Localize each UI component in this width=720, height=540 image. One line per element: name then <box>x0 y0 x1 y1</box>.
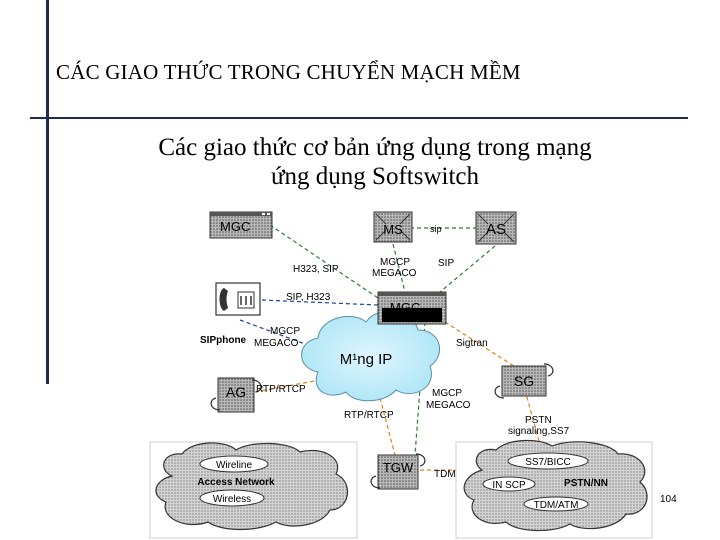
diagram-subtitle: Các giao thức cơ bản ứng dụng trong mạng… <box>120 133 630 191</box>
label-ms-mgc-1: MGCP <box>380 257 410 268</box>
label-mgc-sg: Sigtran <box>456 338 488 349</box>
subtitle-line-1: Các giao thức cơ bản ứng dụng trong mạng <box>158 134 592 161</box>
frame-title-rule <box>30 117 688 119</box>
mgc-top-label: MGC <box>220 219 250 234</box>
page-number: 104 <box>660 494 677 505</box>
link-labels: sip H323, SIP MGCP MEGACO SIP SIP, H323 … <box>254 224 570 480</box>
pstn-nn-label: PSTN/NN <box>564 478 608 489</box>
as-label: AS <box>486 221 506 238</box>
as-node: AS <box>475 211 517 245</box>
access-network-label: Access Network <box>197 477 275 488</box>
label-sg-pstn-2: signaling,SS7 <box>508 426 570 437</box>
label-ms-mgc-2: MEGACO <box>372 268 417 279</box>
label-mgc-top-mgc: H323, SIP <box>293 264 339 275</box>
mgc-top-node: MGC <box>209 211 273 239</box>
ag-node: AG <box>210 377 262 413</box>
link-mgc-top-mgc <box>269 224 379 299</box>
label-phone-mgc: SIP, H323 <box>286 292 331 303</box>
link-sg-pstn <box>524 389 541 446</box>
access-network-cloud: Wireline Access Network Wireless <box>149 441 358 539</box>
label-mgc-tgw-2: MEGACO <box>426 400 471 411</box>
link-mgc-sg <box>444 321 521 371</box>
frame-left-bar <box>46 0 49 384</box>
link-ip-tgw <box>379 397 396 456</box>
wireless-label: Wireless <box>213 494 251 505</box>
label-as-mgc: SIP <box>438 258 454 269</box>
link-phone-mgc <box>261 299 379 306</box>
label-tgw-pstn: TDM <box>434 469 456 480</box>
ip-network-cloud: M¹ng IP <box>301 310 440 402</box>
sip-phone-node: SIPphone <box>200 282 261 346</box>
label-phone-ip-1: MGCP <box>270 326 300 337</box>
mgc-center-node: MGC <box>377 291 447 325</box>
label-ag-ip: RTP/RTCP <box>256 384 306 395</box>
link-as-mgc <box>439 245 496 293</box>
label-ip-tgw: RTP/RTCP <box>344 410 394 421</box>
tdm-atm-label: TDM/ATM <box>534 500 579 511</box>
label-ms-as: sip <box>430 224 442 234</box>
ms-label: MS <box>383 222 403 237</box>
sip-phone-label: SIPphone <box>200 335 247 346</box>
tgw-node: TGW <box>370 453 426 490</box>
mgc-center-label: MGC <box>390 300 420 315</box>
label-mgc-tgw-1: MGCP <box>432 388 462 399</box>
sg-node: SG <box>494 363 554 399</box>
in-scp-label: IN SCP <box>492 480 526 491</box>
sg-label: SG <box>514 373 534 389</box>
ms-node: MS <box>373 211 413 243</box>
tgw-label: TGW <box>383 460 414 475</box>
ss7-bicc-label: SS7/BICC <box>525 457 571 468</box>
link-ms-mgc <box>392 243 406 293</box>
label-sg-pstn-1: PSTN <box>525 415 552 426</box>
label-phone-ip-2: MEGACO <box>254 338 299 349</box>
ag-label: AG <box>226 384 246 400</box>
wireline-label: Wireline <box>216 460 253 471</box>
pstn-cloud: SS7/BICC IN SCP PSTN/NN TDM/ATM <box>455 439 653 539</box>
page-title: CÁC GIAO THỨC TRONG CHUYỂN MẠCH MỀM <box>56 60 521 84</box>
subtitle-line-2: ứng dụng Softswitch <box>271 163 479 190</box>
ip-network-label: M¹ng IP <box>340 351 393 368</box>
